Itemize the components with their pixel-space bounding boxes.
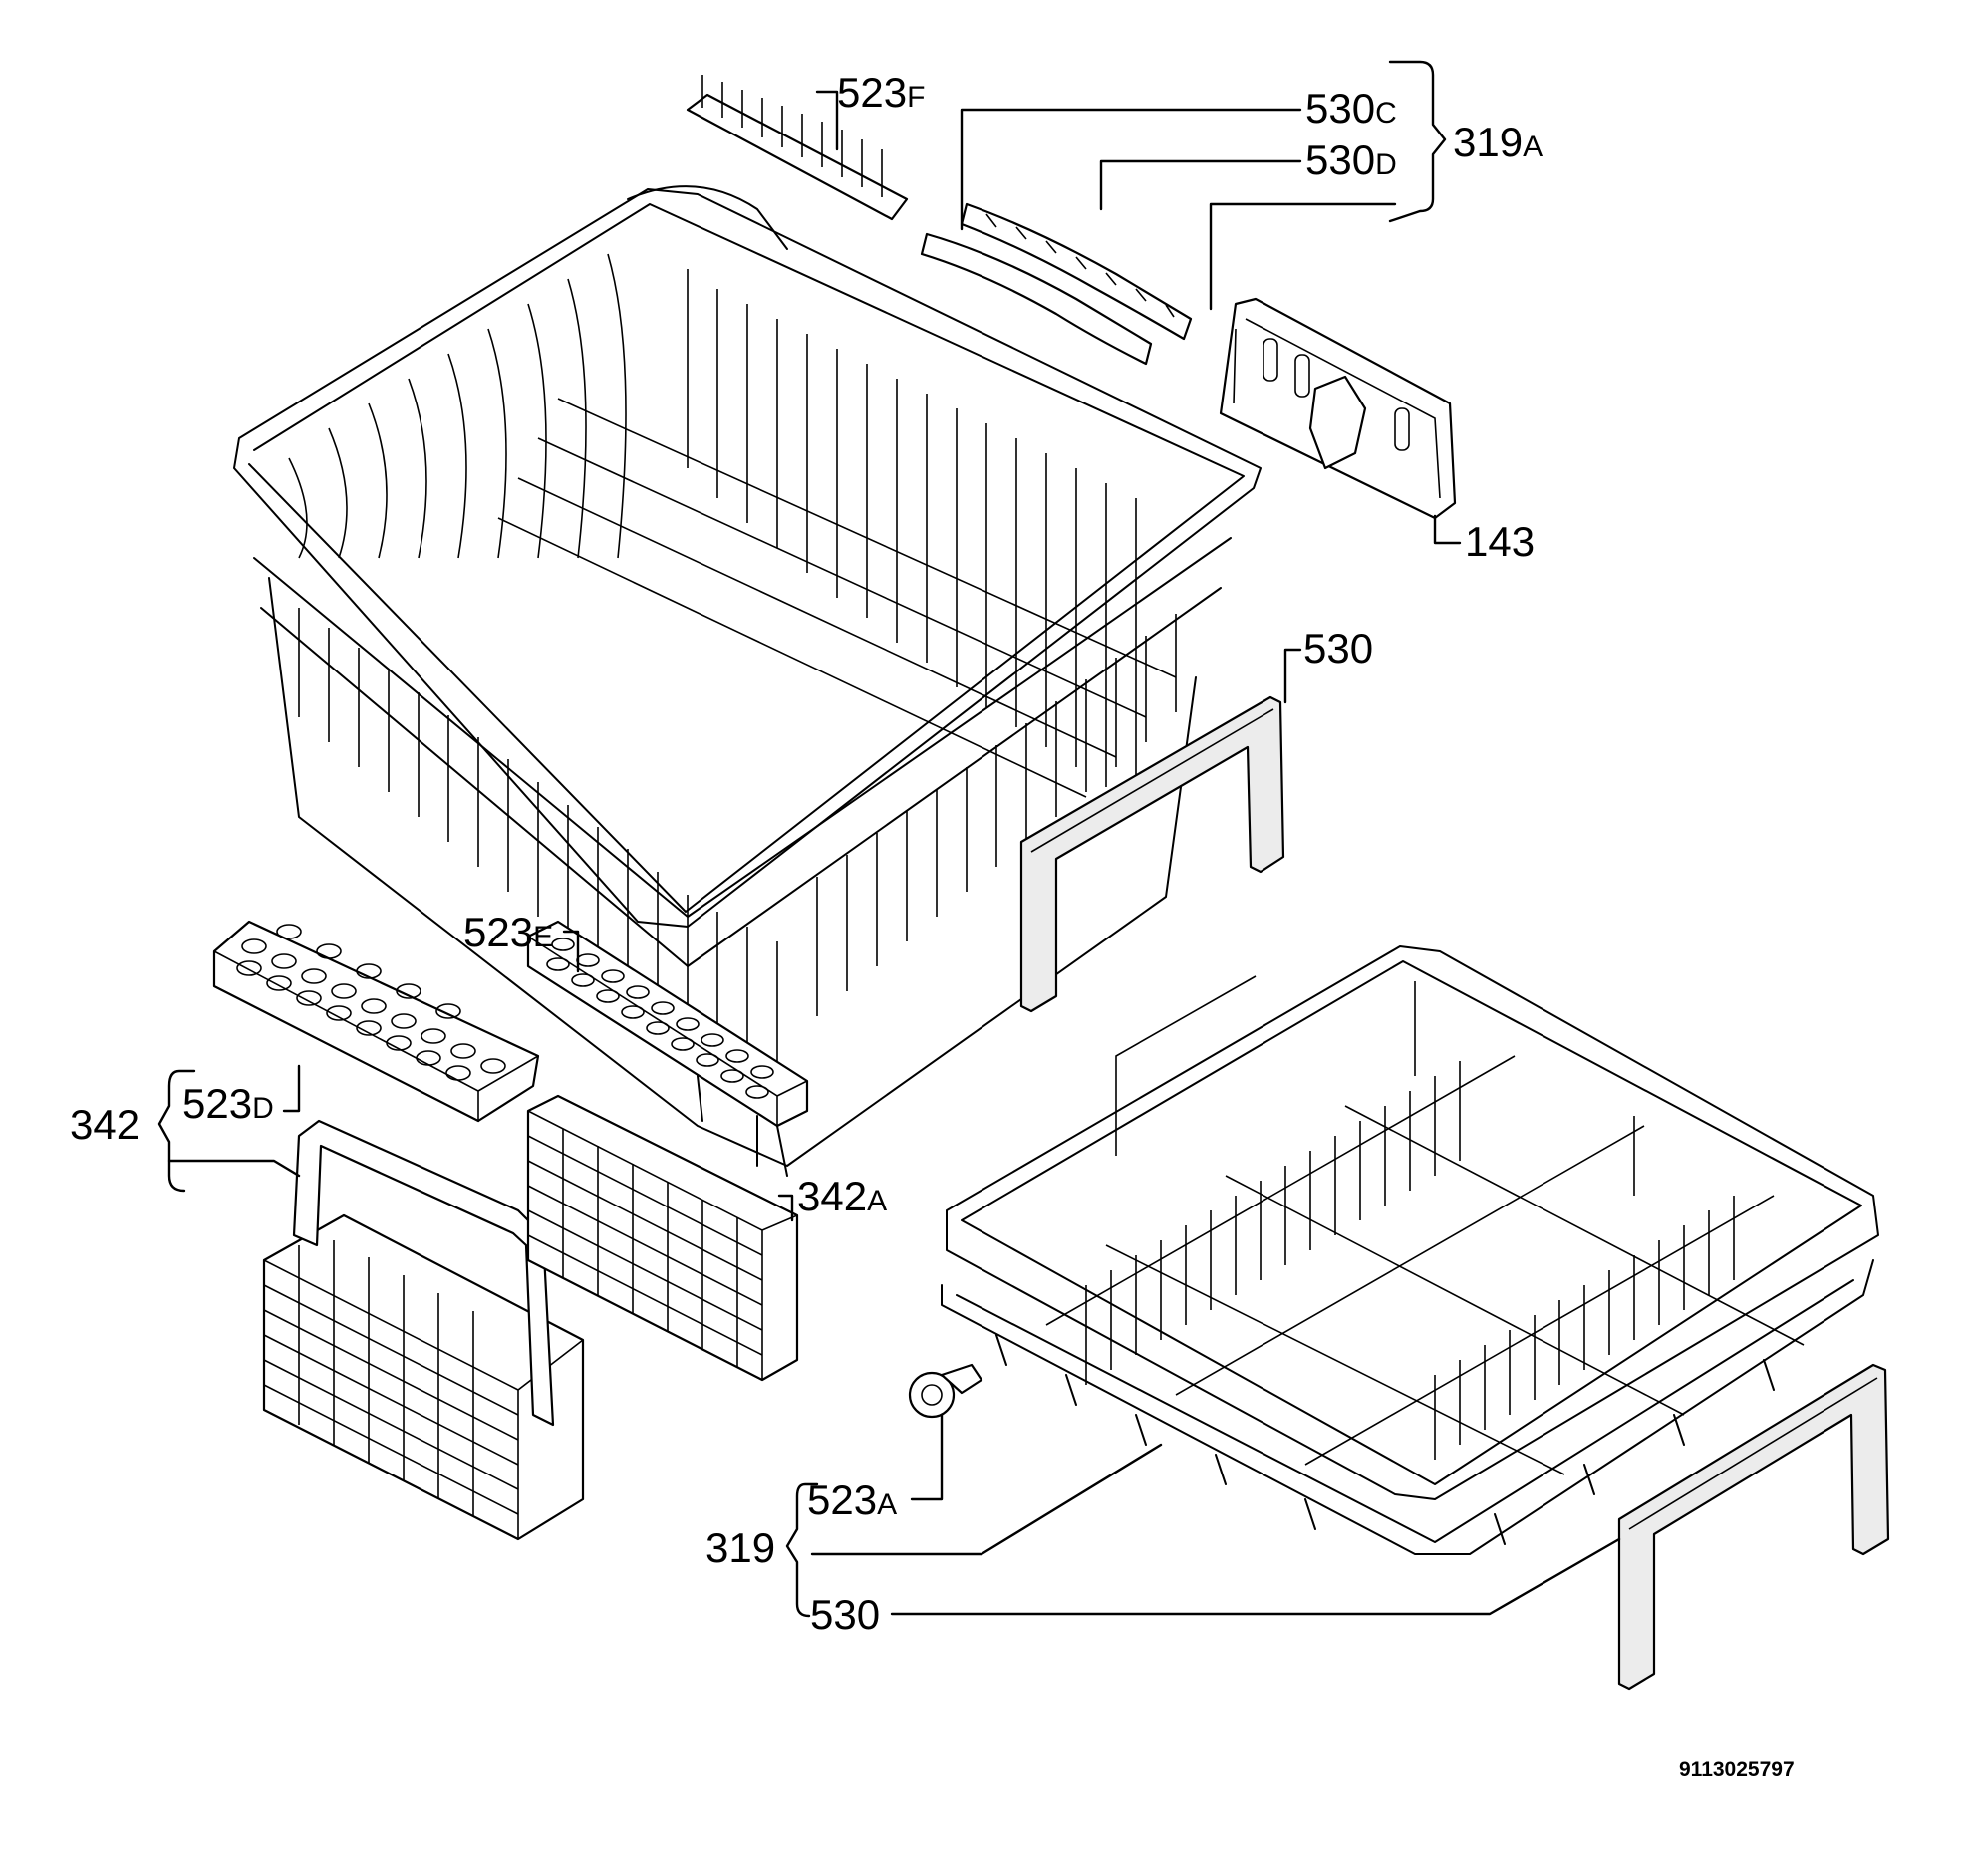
part-342A-cutlery-basket <box>526 1094 799 1382</box>
part-530-upper-guard <box>1019 695 1285 1013</box>
label-342A: 342A <box>797 1173 887 1219</box>
drawing-code: 9113025797 <box>1679 1758 1795 1781</box>
upper-basket-front-wires <box>298 608 778 1116</box>
label-523A: 523A <box>807 1476 897 1523</box>
label-523D: 523D <box>182 1080 274 1127</box>
label-530D: 530D <box>1305 136 1397 183</box>
part-530C-rail <box>920 232 1153 366</box>
label-523E: 523E <box>463 909 553 955</box>
lower-basket-plate-tines <box>1085 1061 1735 1460</box>
label-530C: 530C <box>1305 85 1397 132</box>
lower-basket <box>941 945 1879 1555</box>
part-530-lower-guard <box>1617 1363 1890 1691</box>
upper-basket-cup-tines <box>288 253 627 559</box>
label-319A: 319A <box>1453 119 1543 165</box>
cutlery-basket-with-handle <box>262 1119 585 1541</box>
part-143-height-adjuster <box>1219 297 1457 520</box>
label-523F: 523F <box>837 69 925 116</box>
part-530D-rail <box>960 202 1193 341</box>
523E-slots <box>546 938 774 1099</box>
upper-basket <box>233 185 1262 1177</box>
label-530-upper: 530 <box>1303 625 1373 671</box>
callout-labels: 523F 530C 530D 319A 143 530 523E 342 523… <box>70 69 1543 1638</box>
part-523D-cutlery-grid <box>212 920 540 1123</box>
part-523E-cutlery-grid <box>526 920 809 1128</box>
leader-lines <box>157 60 1621 1618</box>
label-143: 143 <box>1465 518 1535 565</box>
upper-basket-right-wires <box>816 614 1177 1016</box>
label-342: 342 <box>70 1101 140 1148</box>
part-523A-wheel <box>908 1363 983 1419</box>
upper-basket-plate-tines <box>687 269 1137 802</box>
label-530-lower: 530 <box>810 1591 880 1638</box>
label-319: 319 <box>705 1524 775 1571</box>
523D-slots <box>236 924 506 1081</box>
part-523F-clip-rail <box>686 75 909 221</box>
